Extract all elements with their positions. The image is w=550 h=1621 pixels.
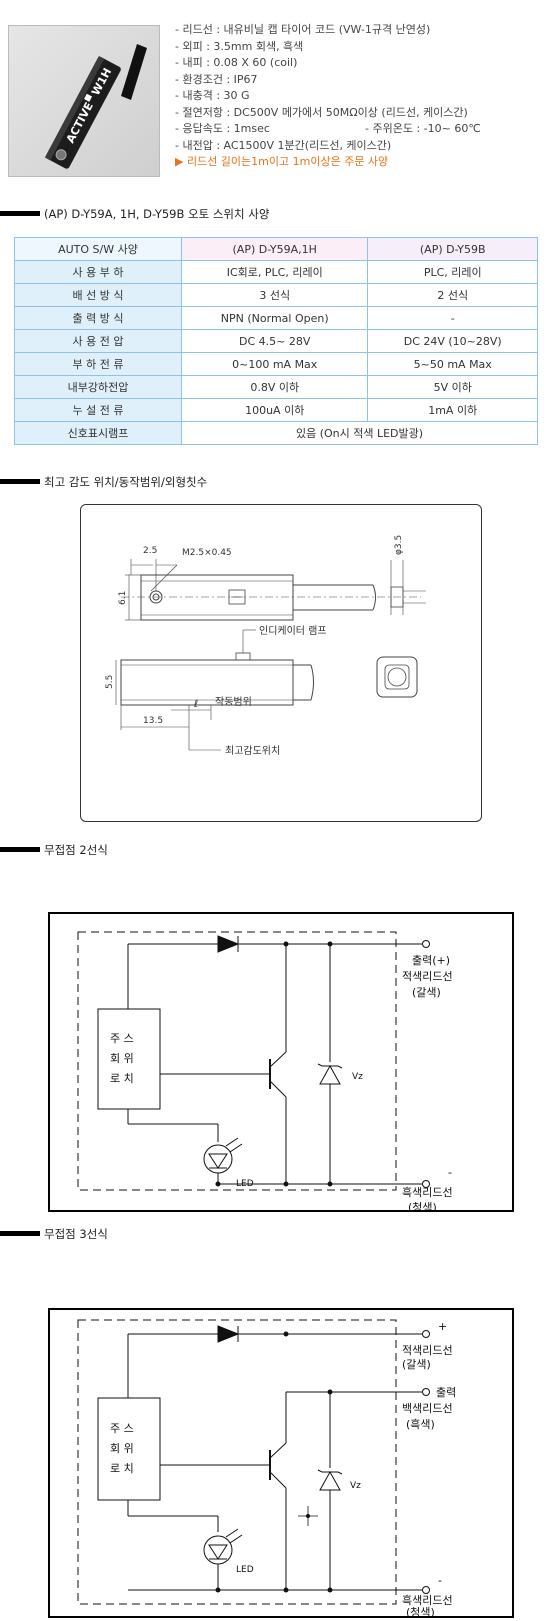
c2-output-label: 출력(+) — [412, 954, 450, 967]
table-cell: 신호표시램프 — [14, 421, 182, 445]
dim-6-1: 6.1 — [118, 591, 128, 605]
spec-ambient-temp: - 주위온도 : -10~ 60℃ — [365, 122, 481, 135]
table-header-cell: (AP) D-Y59B — [367, 237, 538, 261]
table-cell: 출 력 방 식 — [14, 306, 182, 330]
spec-response: - 응답속도 : 1msec — [175, 122, 270, 135]
spec-table: AUTO S/W 사양 (AP) D-Y59A,1H (AP) D-Y59B 사… — [14, 237, 538, 445]
table-header-cell: (AP) D-Y59A,1H — [180, 237, 369, 261]
c2-black-lead: 흑색리드선 — [402, 1185, 453, 1199]
c3-minus: - — [438, 1574, 442, 1587]
table-row: 사 용 전 압 DC 4.5~ 28V DC 24V (10~28V) — [14, 329, 538, 353]
dim-thread: M2.5×0.45 — [182, 548, 232, 558]
table-cell: 5V 이하 — [367, 375, 538, 399]
table-cell: NPN (Normal Open) — [180, 306, 369, 330]
table-row: 배 선 방 식 3 선식 2 선식 — [14, 283, 538, 307]
section-title-two-wire: 무접점 2선식 — [44, 843, 108, 857]
dim-indicator: 인디케이터 램프 — [259, 625, 327, 637]
table-cell: 0.8V 이하 — [180, 375, 369, 399]
dim-operating-range: 작동범위 — [215, 695, 252, 708]
c3-main-line3: 로 치 — [110, 1462, 134, 1475]
c2-main-line2: 회 위 — [110, 1052, 134, 1065]
c3-plus: + — [438, 1320, 447, 1333]
c3-black-lead-sub: (청색) — [406, 1606, 435, 1616]
table-cell: 2 선식 — [367, 283, 538, 307]
section-title-table: (AP) D-Y59A, 1H, D-Y59B 오토 스위치 사양 — [44, 207, 270, 221]
spec-list: - 리드선 : 내유비닐 캡 타이어 코드 (VW-1규격 난연성) - 외피 … — [175, 22, 481, 171]
c3-main-line2: 회 위 — [110, 1442, 134, 1455]
product-photo: ACTIVE W1H — [8, 25, 160, 177]
section-bar — [0, 211, 40, 216]
table-cell: - — [367, 306, 538, 330]
c3-white-lead-sub: (흑색) — [406, 1417, 435, 1431]
c3-output-label: 출력 — [436, 1386, 456, 1399]
table-cell: 100uA 이하 — [180, 398, 369, 422]
c3-black-lead: 흑색리드선 — [402, 1593, 453, 1607]
c2-main-line1: 주 스 — [110, 1032, 134, 1045]
c3-vz-label: Vz — [350, 1481, 361, 1491]
c3-white-lead: 백색리드선 — [402, 1402, 453, 1415]
table-cell: PLC, 리레이 — [367, 260, 538, 284]
table-row: 내부강하전압 0.8V 이하 5V 이하 — [14, 375, 538, 399]
table-cell: 부 하 전 류 — [14, 352, 182, 376]
c3-red-lead: 적색리드선 — [402, 1344, 453, 1357]
table-row: 부 하 전 류 0~100 mA Max 5~50 mA Max — [14, 352, 538, 376]
c2-red-lead-sub: (갈색) — [412, 985, 441, 999]
spec-environment: - 환경조건 : IP67 — [175, 72, 258, 86]
table-row: 출 력 방 식 NPN (Normal Open) - — [14, 306, 538, 330]
table-cell: 5~50 mA Max — [367, 352, 538, 376]
table-header-cell: AUTO S/W 사양 — [14, 237, 182, 261]
table-cell: IC회로, PLC, 리레이 — [180, 260, 369, 284]
section-bar — [0, 479, 40, 484]
table-cell: 3 선식 — [180, 283, 369, 307]
section-header-dimension: 최고 감도 위치/동작범위/외형칫수 — [0, 474, 207, 490]
table-cell: 사 용 부 하 — [14, 260, 182, 284]
c3-red-lead-sub: (갈색) — [402, 1357, 431, 1371]
circuit-two-wire: 주 스 회 위 로 치 LED Vz 출력(+) 적색리드선 (갈색) - 흑색… — [48, 912, 514, 1214]
circuit-three-wire: 주 스 회 위 로 치 LED Vz + 적색리드선 (갈색) 출력 백색리드선… — [48, 1308, 514, 1619]
dim-2-5: 2.5 — [143, 546, 157, 556]
table-cell: 0~100 mA Max — [180, 352, 369, 376]
c3-led-label: LED — [236, 1565, 254, 1575]
table-cell: DC 4.5~ 28V — [180, 329, 369, 353]
table-cell: 사 용 전 압 — [14, 329, 182, 353]
table-cell: 내부강하전압 — [14, 375, 182, 399]
dim-13-5: 13.5 — [143, 716, 163, 726]
c2-main-line3: 로 치 — [110, 1072, 134, 1085]
section-header-table: (AP) D-Y59A, 1H, D-Y59B 오토 스위치 사양 — [0, 206, 269, 222]
c2-led-label: LED — [236, 1179, 254, 1189]
table-row: 사 용 부 하 IC회로, PLC, 리레이 PLC, 리레이 — [14, 260, 538, 284]
c2-minus: - — [448, 1166, 452, 1179]
section-header-three-wire: 무접점 3선식 — [0, 1226, 108, 1242]
section-title-dimension: 최고 감도 위치/동작범위/외형칫수 — [44, 475, 208, 489]
spec-insulation: - 절연저항 : DC500V 메가에서 50MΩ이상 (리드선, 케이스간) — [175, 105, 468, 119]
table-header-row: AUTO S/W 사양 (AP) D-Y59A,1H (AP) D-Y59B — [14, 237, 538, 261]
table-cell: DC 24V (10~28V) — [367, 329, 538, 353]
spec-note: ▶ 리드선 길이는1m이고 1m이상은 주문 사양 — [175, 155, 389, 168]
table-cell: 있음 (On시 적색 LED발광) — [181, 421, 538, 445]
dim-5-5: 5.5 — [105, 675, 115, 689]
table-row: 누 설 전 류 100uA 이하 1mA 이하 — [14, 398, 538, 422]
dim-phi: φ3.5 — [394, 535, 404, 555]
spec-response-row: - 응답속도 : 1msec - 주위온도 : -10~ 60℃ — [175, 121, 481, 138]
spec-lead-wire: - 리드선 : 내유비닐 캡 타이어 코드 (VW-1규격 난연성) — [175, 23, 431, 36]
c3-main-line1: 주 스 — [110, 1422, 134, 1435]
spec-inner-sheath: - 내피 : 0.08 X 60 (coil) — [175, 56, 298, 69]
c2-vz-label: Vz — [352, 1072, 363, 1082]
c2-red-lead: 적색리드선 — [402, 970, 453, 983]
table-cell: 배 선 방 식 — [14, 283, 182, 307]
section-header-two-wire: 무접점 2선식 — [0, 842, 108, 858]
table-cell: 누 설 전 류 — [14, 398, 182, 422]
spec-withstand-voltage: - 내전압 : AC1500V 1분간(리드선, 케이스간) — [175, 138, 392, 152]
dimension-drawing: 2.5 M2.5×0.45 6.1 φ3.5 인디케이터 램프 5.5 13.5… — [80, 504, 482, 822]
spec-shock: - 내충격 : 30 G — [175, 89, 250, 102]
spec-outer-sheath: - 외피 : 3.5mm 회색, 흑색 — [175, 39, 304, 53]
c2-black-lead-sub: (청색) — [408, 1201, 437, 1210]
section-bar — [0, 847, 40, 852]
table-cell: 1mA 이하 — [367, 398, 538, 422]
section-title-three-wire: 무접점 3선식 — [44, 1227, 108, 1241]
table-row: 신호표시램프 있음 (On시 적색 LED발광) — [14, 421, 538, 445]
section-bar — [0, 1231, 40, 1236]
dim-max-sensitivity: 최고감도위치 — [225, 744, 280, 757]
dim-ell: ℓ — [194, 699, 198, 710]
